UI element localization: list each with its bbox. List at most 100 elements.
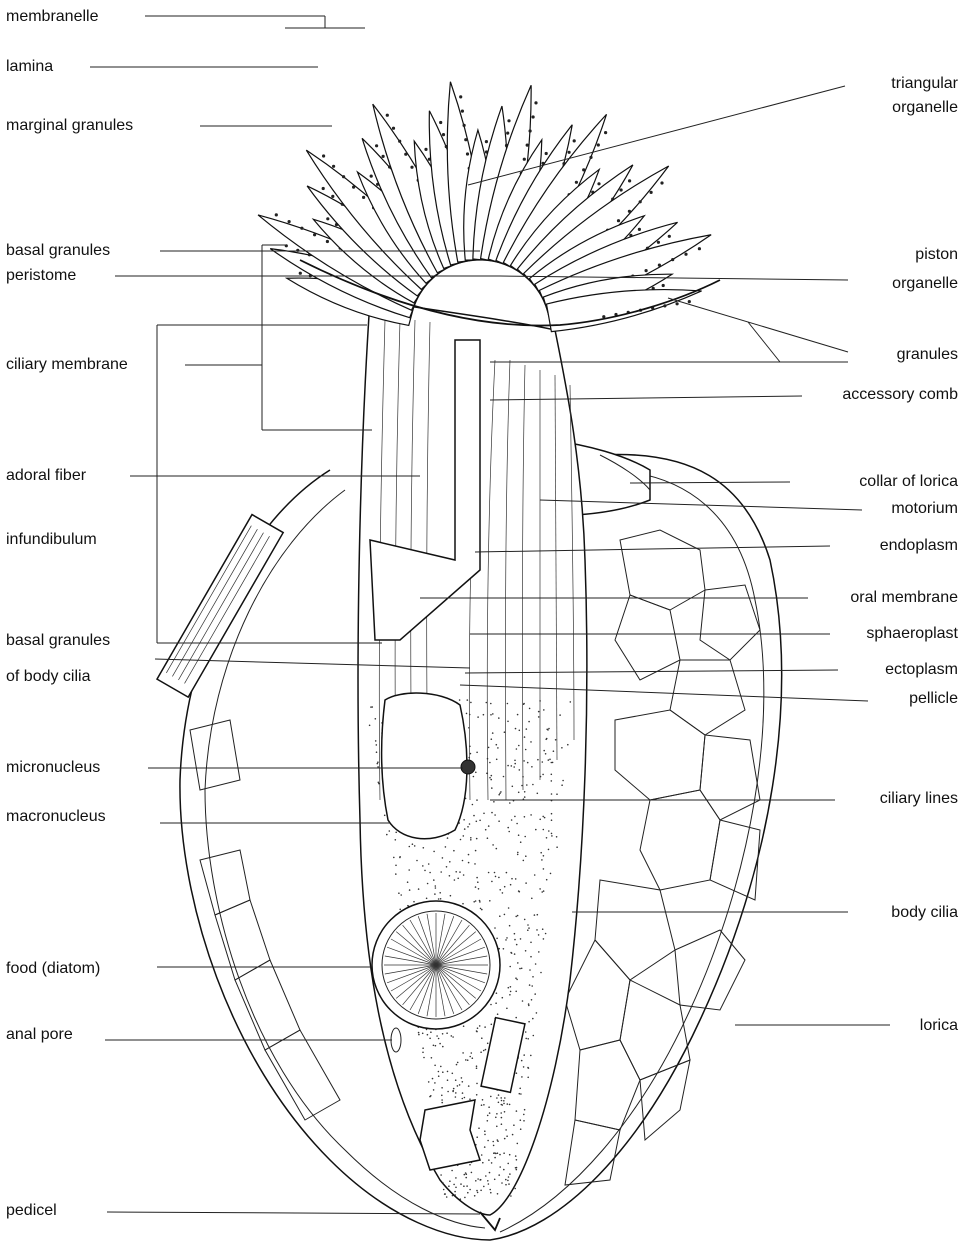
- stipple-dot: [517, 854, 519, 856]
- stipple-dot: [506, 1135, 508, 1137]
- stipple-dot: [465, 1172, 467, 1174]
- stipple-dot: [474, 1195, 476, 1197]
- marginal-granule: [645, 269, 648, 272]
- stipple-dot: [515, 728, 517, 730]
- stipple-dot: [516, 1110, 518, 1112]
- marginal-granule: [506, 132, 509, 135]
- stipple-dot: [422, 1052, 424, 1054]
- stipple-dot: [493, 1145, 495, 1147]
- marginal-granule: [463, 124, 466, 127]
- stipple-dot: [518, 792, 520, 794]
- marginal-granule: [604, 131, 607, 134]
- stipple-dot: [476, 1136, 478, 1138]
- stipple-dot: [528, 721, 530, 723]
- stipple-dot: [520, 938, 522, 940]
- stipple-dot: [484, 1026, 486, 1028]
- marginal-granule: [439, 121, 442, 124]
- label-adoral-fiber: adoral fiber: [6, 467, 86, 485]
- stipple-dot: [446, 866, 448, 868]
- stipple-dot: [427, 883, 429, 885]
- marginal-granule: [485, 140, 488, 143]
- stipple-dot: [454, 879, 456, 881]
- stipple-dot: [513, 1124, 515, 1126]
- stipple-dot: [559, 714, 561, 716]
- marginal-granule: [676, 302, 679, 305]
- stipple-dot: [438, 1038, 440, 1040]
- stipple-dot: [412, 843, 414, 845]
- stipple-dot: [398, 892, 400, 894]
- stipple-dot: [473, 815, 475, 817]
- stipple-dot: [395, 865, 397, 867]
- stipple-dot: [516, 1159, 518, 1161]
- stipple-dot: [562, 780, 564, 782]
- stipple-dot: [514, 816, 516, 818]
- stipple-dot: [540, 852, 542, 854]
- stipple-dot: [538, 934, 540, 936]
- stipple-dot: [536, 929, 538, 931]
- marginal-granule: [326, 240, 329, 243]
- stipple-dot: [516, 748, 518, 750]
- stipple-dot: [507, 827, 509, 829]
- stipple-dot: [442, 1182, 444, 1184]
- stipple-dot: [524, 836, 526, 838]
- stipple-dot: [515, 1155, 517, 1157]
- stipple-dot: [491, 787, 493, 789]
- stipple-dot: [510, 991, 512, 993]
- stipple-dot: [531, 898, 533, 900]
- stipple-dot: [538, 711, 540, 713]
- stipple-dot: [492, 713, 494, 715]
- label-basal-granules-body-cilia: basal granules: [6, 632, 110, 650]
- stipple-dot: [496, 1097, 498, 1099]
- stipple-dot: [423, 847, 425, 849]
- stipple-dot: [462, 1081, 464, 1083]
- label-collar-of-lorica: collar of lorica: [859, 473, 958, 491]
- stipple-dot: [469, 1098, 471, 1100]
- stipple-dot: [475, 1180, 477, 1182]
- stipple-dot: [475, 772, 477, 774]
- stipple-dot: [457, 1062, 459, 1064]
- label-infundibulum: infundibulum: [6, 531, 97, 549]
- stipple-dot: [483, 1050, 485, 1052]
- stipple-dot: [553, 750, 555, 752]
- stipple-dot: [526, 784, 528, 786]
- food-vacuole: [420, 1100, 480, 1170]
- marginal-granule: [620, 188, 623, 191]
- stipple-dot: [485, 829, 487, 831]
- marginal-granule: [424, 148, 427, 151]
- stipple-dot: [477, 1178, 479, 1180]
- stipple-dot: [508, 987, 510, 989]
- label-lorica: lorica: [920, 1017, 958, 1035]
- stipple-dot: [497, 747, 499, 749]
- marginal-granule: [698, 247, 701, 250]
- stipple-dot: [511, 952, 513, 954]
- stipple-dot: [501, 1117, 503, 1119]
- marginal-granule: [534, 101, 537, 104]
- stipple-dot: [543, 829, 545, 831]
- stipple-dot: [480, 1051, 482, 1053]
- stipple-dot: [459, 699, 461, 701]
- stipple-dot: [484, 1130, 486, 1132]
- stipple-dot: [521, 1076, 523, 1078]
- stipple-dot: [459, 871, 461, 873]
- stipple-dot: [531, 999, 533, 1001]
- stipple-dot: [499, 889, 501, 891]
- stipple-dot: [544, 817, 546, 819]
- stipple-dot: [449, 875, 451, 877]
- stipple-dot: [496, 1113, 498, 1115]
- stipple-dot: [489, 1172, 491, 1174]
- marginal-granule: [362, 196, 365, 199]
- stipple-dot: [483, 813, 485, 815]
- stipple-dot: [476, 877, 478, 879]
- stipple-dot: [438, 1075, 440, 1077]
- stipple-dot: [545, 753, 547, 755]
- leader-line: [668, 298, 848, 352]
- marginal-granule: [392, 127, 395, 130]
- stipple-dot: [490, 1096, 492, 1098]
- stipple-dot: [501, 1100, 503, 1102]
- stipple-dot: [424, 870, 426, 872]
- stipple-dot: [511, 819, 513, 821]
- stipple-dot: [454, 1194, 456, 1196]
- stipple-dot: [524, 796, 526, 798]
